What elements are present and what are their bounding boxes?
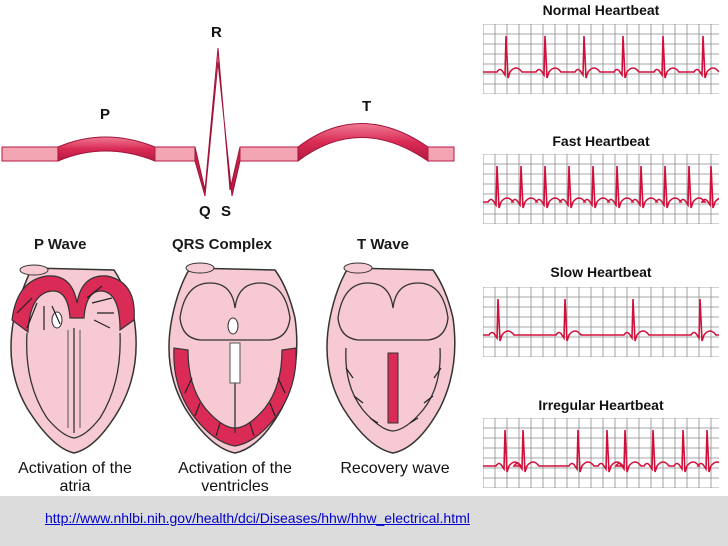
normal-heartbeat-title: Normal Heartbeat (542, 2, 660, 18)
heart-recovery-diagram (326, 262, 456, 454)
ecg-tail-segment (427, 146, 455, 162)
ecg-baseline-segment (1, 146, 59, 162)
slow-heartbeat-strip (483, 287, 719, 357)
t-wave-caption: Recovery wave (320, 460, 470, 478)
p-wave-caption-line1: Activation of the (18, 460, 132, 477)
irregular-heartbeat-strip (483, 418, 719, 488)
st-segment (239, 146, 299, 162)
fast-heartbeat-title: Fast Heartbeat (552, 133, 650, 149)
p-wave-caption-line2: atria (59, 478, 91, 495)
pr-segment (154, 146, 196, 162)
t-wave-segment (297, 123, 429, 163)
q-point-label: Q (199, 203, 211, 220)
fast-heartbeat-strip (483, 154, 719, 224)
p-wave-label: P (100, 106, 111, 123)
qrs-complex-segment (194, 47, 241, 197)
ecg-trace (483, 165, 719, 209)
source-link[interactable]: http://www.nhlbi.nih.gov/health/dci/Dise… (45, 510, 470, 526)
ecg-trace (483, 35, 719, 79)
p-wave-caption: Activation of the atria (0, 460, 150, 496)
heart-ventricular-activation-diagram (168, 262, 298, 454)
qrs-caption: Activation of the ventricles (160, 460, 310, 496)
t-wave-caption-line1: Recovery wave (340, 460, 450, 477)
t-wave-label: T (362, 98, 372, 115)
normal-heartbeat-strip (483, 24, 719, 94)
ecg-trace (483, 298, 719, 342)
ecg-trace (483, 429, 719, 473)
heart-atrial-activation-diagram (10, 264, 137, 454)
p-wave-panel-heading: P Wave (34, 236, 87, 253)
r-peak-label: R (211, 24, 222, 41)
s-point-label: S (221, 203, 232, 220)
slow-heartbeat-title: Slow Heartbeat (550, 264, 652, 280)
p-wave-segment (57, 136, 156, 162)
irregular-heartbeat-title: Irregular Heartbeat (538, 397, 664, 413)
qrs-caption-line2: ventricles (201, 478, 269, 495)
ecg-waveform-diagram (1, 47, 455, 197)
footer-bar: http://www.nhlbi.nih.gov/health/dci/Dise… (0, 496, 728, 546)
qrs-caption-line1: Activation of the (178, 460, 292, 477)
qrs-panel-heading: QRS Complex (172, 236, 273, 253)
t-wave-panel-heading: T Wave (357, 236, 409, 253)
